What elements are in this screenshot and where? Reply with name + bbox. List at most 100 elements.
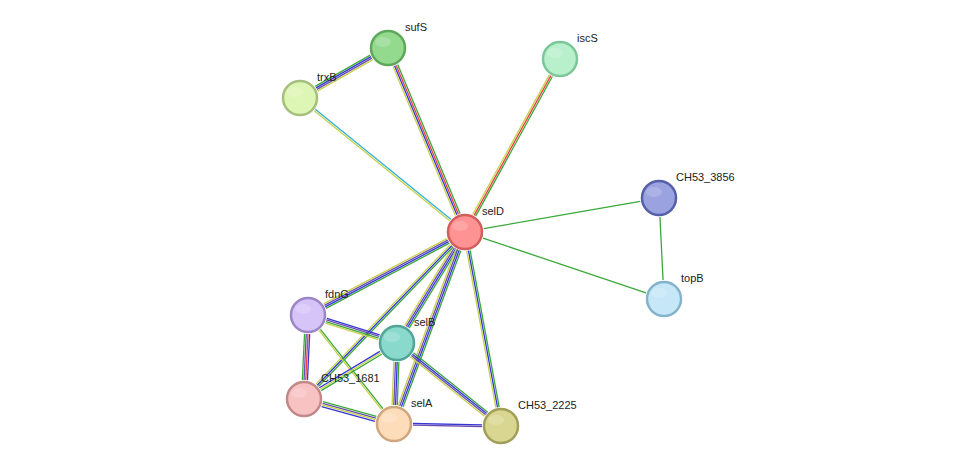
node-highlight — [291, 388, 307, 398]
interaction-edge — [413, 424, 482, 427]
node-highlight — [295, 304, 311, 314]
node-circle-shape — [291, 298, 325, 332]
protein-node: selB — [378, 324, 416, 362]
interaction-edge — [316, 244, 453, 386]
evidence-strand — [468, 251, 497, 408]
node-circle — [378, 324, 416, 362]
node-label: selA — [411, 397, 432, 409]
node-circle — [645, 280, 683, 318]
interaction-edge — [410, 353, 487, 416]
evidence-strand — [318, 247, 453, 387]
interaction-edge — [314, 109, 451, 220]
node-highlight — [384, 332, 400, 342]
interaction-edge — [324, 239, 450, 309]
node-label: selD — [482, 205, 504, 217]
evidence-strand — [323, 403, 376, 418]
interaction-edge — [319, 351, 381, 390]
evidence-strand — [396, 65, 458, 214]
evidence-strand — [319, 330, 381, 409]
evidence-strand — [470, 250, 499, 407]
evidence-strand — [318, 60, 373, 91]
evidence-strand — [302, 334, 304, 380]
interaction-edge — [484, 201, 641, 228]
evidence-strand — [467, 251, 496, 408]
evidence-strand — [400, 250, 458, 406]
protein-node: trxB — [281, 79, 319, 117]
node-highlight — [375, 37, 391, 47]
node-label: topB — [681, 272, 704, 284]
evidence-strand — [315, 55, 370, 86]
node-circle — [281, 79, 319, 117]
interaction-edge — [325, 318, 379, 339]
node-highlight — [547, 48, 563, 58]
interaction-edge — [315, 55, 372, 91]
node-circle — [640, 179, 678, 217]
node-circle-shape — [543, 42, 577, 76]
node-circle-shape — [484, 409, 518, 443]
node-circle — [541, 40, 579, 78]
node-circle-shape — [380, 326, 414, 360]
evidence-strand — [322, 407, 375, 422]
evidence-strand — [413, 425, 482, 426]
node-circle-shape — [647, 282, 681, 316]
evidence-strand — [392, 362, 394, 405]
node-label: trxB — [317, 71, 337, 83]
evidence-strand — [315, 109, 451, 219]
interaction-edge — [483, 238, 646, 293]
evidence-strand — [411, 356, 485, 415]
evidence-strand — [321, 354, 381, 390]
evidence-strand — [325, 242, 448, 307]
evidence-strand — [476, 76, 553, 216]
protein-node: CH53_2225 — [482, 407, 520, 445]
node-label: CH53_2225 — [518, 399, 577, 411]
protein-node: sufS — [369, 29, 407, 67]
node-circle-shape — [377, 407, 411, 441]
node-label: selB — [414, 316, 435, 328]
protein-node: CH53_3856 — [640, 179, 678, 217]
node-circle-shape — [642, 181, 676, 215]
node-highlight — [488, 415, 504, 425]
evidence-strand — [474, 76, 551, 216]
node-circle-shape — [283, 81, 317, 115]
evidence-strand — [395, 66, 457, 215]
node-circle — [289, 296, 327, 334]
evidence-strand — [320, 353, 380, 389]
node-highlight — [381, 413, 397, 423]
node-label: CH53_1681 — [321, 372, 380, 384]
interaction-edge — [467, 250, 499, 407]
evidence-strand — [660, 217, 663, 280]
evidence-strand — [483, 238, 646, 293]
evidence-strand — [326, 320, 379, 337]
evidence-strand — [473, 75, 550, 215]
protein-node: CH53_1681 — [285, 380, 323, 418]
evidence-strand — [319, 351, 379, 387]
node-label: iscS — [577, 32, 598, 44]
evidence-strand — [409, 250, 457, 329]
interaction-edge — [393, 65, 460, 216]
evidence-strand — [316, 57, 371, 88]
protein-node: fdnG — [289, 296, 327, 334]
evidence-strand — [325, 323, 378, 340]
interaction-edge — [473, 75, 553, 216]
node-circle — [369, 29, 407, 67]
node-circle-shape — [448, 215, 482, 249]
node-circle-shape — [371, 31, 405, 65]
interaction-edge — [319, 329, 383, 409]
node-circle — [446, 213, 484, 251]
protein-node: selA — [375, 405, 413, 443]
evidence-strand — [316, 244, 451, 384]
node-label: fdnG — [325, 288, 349, 300]
evidence-strand — [398, 65, 460, 214]
evidence-strand — [317, 58, 372, 89]
evidence-strand — [322, 405, 375, 420]
node-highlight — [287, 87, 303, 97]
interaction-edge — [660, 217, 663, 280]
node-circle-shape — [287, 382, 321, 416]
interaction-edge — [322, 402, 377, 422]
protein-node: selD — [446, 213, 484, 251]
evidence-strand — [326, 243, 449, 308]
node-label: sufS — [405, 21, 427, 33]
evidence-strand — [484, 201, 641, 228]
